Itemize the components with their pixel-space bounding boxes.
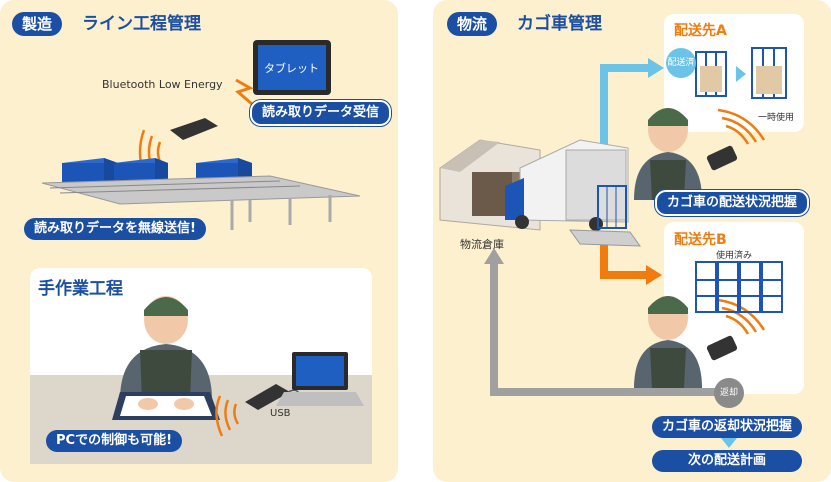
- wireless-send-label: 読み取りデータを無線送信!: [24, 218, 206, 240]
- delivered-badge: 配送済: [666, 48, 696, 78]
- usb-label: USB: [270, 408, 291, 419]
- pc-control-label: PCでの制御も可能!: [46, 430, 182, 452]
- return-status-label: カゴ車の返却状況把握: [652, 416, 803, 438]
- temp-use-label: 一時使用: [758, 113, 795, 123]
- next-plan-label: 次の配送計画: [652, 450, 802, 472]
- manufacturing-tag: 製造: [12, 12, 63, 36]
- manual-process-title: 手作業工程: [38, 279, 123, 299]
- used-label: 使用済み: [716, 251, 753, 261]
- bluetooth-label: Bluetooth Low Energy: [102, 78, 223, 91]
- destination-b-title: 配送先B: [674, 232, 727, 248]
- return-badge: 返却: [714, 378, 744, 408]
- tablet-screen-label: タブレット: [264, 62, 319, 75]
- logistics-tag: 物流: [447, 12, 498, 36]
- receive-data-label: 読み取りデータ受信: [250, 100, 392, 126]
- cage-cart-title: カゴ車管理: [517, 14, 602, 34]
- line-process-title: ライン工程管理: [82, 14, 201, 34]
- warehouse-label: 物流倉庫: [460, 238, 504, 251]
- delivery-status-label: カゴ車の配送状況把握: [655, 190, 810, 216]
- destination-a-title: 配送先A: [674, 23, 727, 39]
